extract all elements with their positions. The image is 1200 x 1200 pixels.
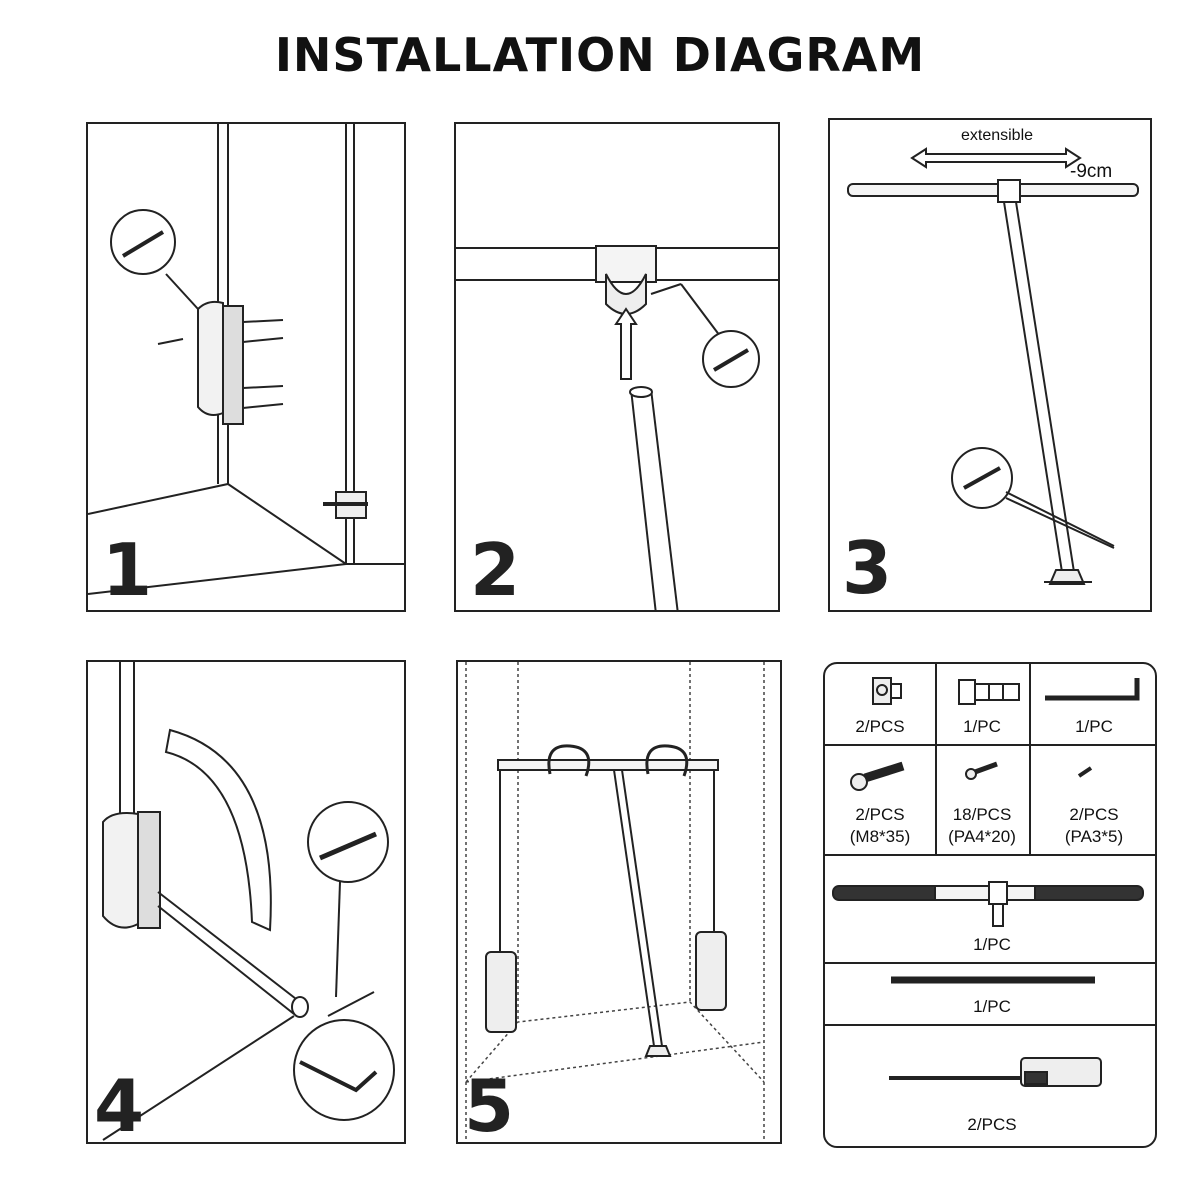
step-3-number: 3	[842, 526, 893, 610]
screw-icon	[965, 761, 998, 780]
parts-icons	[832, 677, 1144, 1087]
parts-divider	[825, 962, 1155, 964]
parts-list-panel: 2/PCS 1/PC 1/PC 2/PCS (M8*35) 18/PCS (PA…	[823, 662, 1157, 1148]
step-4-illustration	[102, 662, 395, 1141]
small-screw-spec: (PA3*5)	[1064, 827, 1124, 846]
parts-divider	[825, 854, 1155, 856]
bolt-qty: 2/PCS	[855, 805, 905, 824]
bolt-icon	[850, 761, 905, 791]
step-2-panel: 2	[454, 122, 780, 612]
small-screw-qty: 2/PCS	[1069, 805, 1119, 824]
extension-value: -9cm	[1070, 161, 1113, 182]
parts-divider	[825, 744, 1155, 746]
parts-divider	[935, 664, 937, 854]
parts-divider	[825, 1024, 1155, 1026]
rod-qty: 1/PC	[973, 997, 1011, 1016]
step-2-illustration	[456, 245, 778, 610]
step-3-illustration	[847, 147, 1139, 585]
step-2-number: 2	[470, 528, 521, 612]
step-1-number: 1	[102, 528, 153, 612]
lift-unit-icon	[889, 1057, 1102, 1087]
step-1-panel: 1	[86, 122, 406, 612]
step-5-number: 5	[464, 1064, 515, 1144]
small-screw-icon	[1077, 766, 1093, 778]
step-5-panel: 5	[456, 660, 782, 1144]
lift-unit-qty: 2/PCS	[967, 1115, 1017, 1134]
screw-qty: 18/PCS	[952, 805, 1012, 824]
step-3-panel: extensible -9cm 3	[828, 118, 1152, 612]
extensible-label: extensible	[960, 127, 1034, 144]
hex-key-icon	[1045, 678, 1140, 701]
step-1-illustration	[88, 124, 404, 595]
step-4-number: 4	[94, 1064, 145, 1144]
bolt-spec: (M8*35)	[849, 827, 911, 846]
step-4-panel: 4	[86, 660, 406, 1144]
hanging-bar-icon	[832, 881, 1144, 927]
parts-divider	[1029, 664, 1031, 854]
plug-qty: 1/PC	[963, 717, 1001, 736]
connector-qty: 2/PCS	[855, 717, 905, 736]
step-5-illustration	[465, 662, 765, 1142]
plug-icon	[958, 679, 1020, 705]
hanging-bar-qty: 1/PC	[973, 935, 1011, 954]
connector-icon	[872, 677, 902, 705]
screw-spec: (PA4*20)	[948, 827, 1016, 846]
hex-key-qty: 1/PC	[1075, 717, 1113, 736]
page-title: INSTALLATION DIAGRAM	[274, 28, 926, 82]
